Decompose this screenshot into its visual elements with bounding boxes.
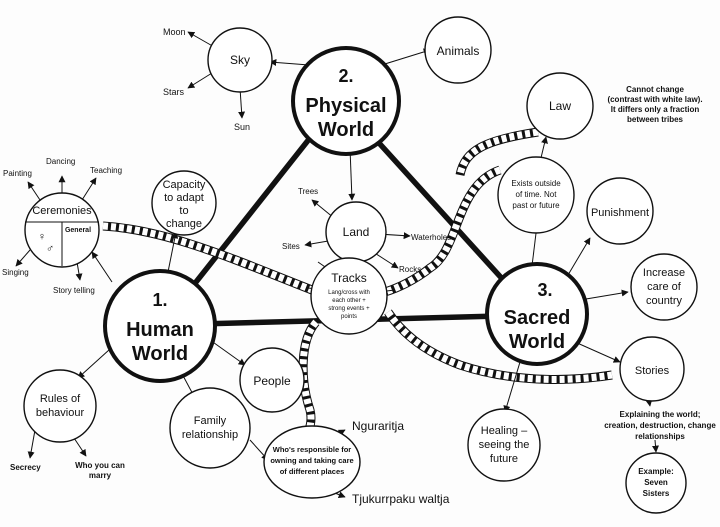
law-note-2: (contrast with white law). [607, 95, 702, 104]
sacred-world-number: 3. [537, 280, 552, 300]
people-node: People [239, 347, 305, 413]
painting-label: Painting [3, 169, 32, 178]
sites-label: Sites [282, 242, 300, 251]
rules-line-1: Rules of [40, 393, 81, 405]
physical-world-line2: World [318, 119, 374, 141]
waterholes-label: Waterholes [411, 233, 451, 242]
moon-label: Moon [163, 27, 186, 37]
example-line-3: Sisters [643, 489, 670, 498]
nguraritja-label: Nguraritja [352, 419, 404, 433]
exists-line-3: past or future [512, 201, 560, 210]
responsible-line-2: owning and taking care [270, 456, 353, 465]
secrecy-label: Secrecy [10, 463, 41, 472]
stories-node: Stories [619, 336, 685, 402]
family-relationship-node: Family relationship [169, 387, 251, 469]
ceremonies-label: Ceremonies [32, 205, 92, 217]
responsible-line-1: Who's responsible for [273, 445, 352, 454]
capacity-line-1: Capacity [163, 179, 206, 191]
animals-label: Animals [437, 44, 480, 58]
stories-desc-2: creation, destruction, change [604, 421, 716, 430]
sacred-world-line2: World [509, 331, 565, 353]
example-line-2: Seven [644, 478, 668, 487]
responsible-node: Who's responsible for owning and taking … [263, 425, 361, 499]
example-line-1: Example: [638, 467, 674, 476]
human-world-hub: 1. Human World [103, 269, 217, 383]
teaching-label: Teaching [90, 166, 122, 175]
responsible-line-3: of different places [280, 467, 345, 476]
care-line-1: Increase [643, 267, 685, 279]
land-node: Land [325, 201, 387, 263]
law-node: Law [526, 72, 594, 140]
tracks-desc-1: Lang/cross with [328, 290, 370, 296]
sky-label: Sky [230, 53, 250, 67]
law-label: Law [549, 99, 571, 113]
family-line-2: relationship [182, 429, 238, 441]
female-symbol-icon: ♀ [38, 231, 46, 243]
people-label: People [253, 374, 291, 388]
ceremonies-node: Ceremonies General ♀ ♂ [24, 192, 100, 268]
capacity-line-3: to [179, 205, 188, 217]
tracks-node: Tracks Lang/cross with each other + stro… [310, 257, 388, 335]
capacity-node: Capacity to adapt to change [151, 170, 217, 236]
stories-desc-1: Explaining the world; [620, 410, 701, 419]
dancing-label: Dancing [46, 157, 75, 166]
punishment-label: Punishment [591, 207, 649, 219]
capacity-line-4: change [166, 218, 202, 230]
stories-desc-3: relationships [635, 432, 685, 441]
physical-world-number: 2. [338, 66, 353, 86]
tracks-desc-3: strong events + [328, 306, 370, 312]
land-label: Land [343, 225, 370, 239]
sacred-world-hub: 3. Sacred World [485, 262, 589, 366]
family-line-1: Family [194, 415, 227, 427]
sacred-world-line1: Sacred [504, 307, 571, 329]
human-world-number: 1. [152, 290, 167, 310]
human-world-line1: Human [126, 319, 194, 341]
exists-outside-time-node: Exists outside of time. Not past or futu… [497, 156, 575, 234]
law-note-1: Cannot change [626, 85, 684, 94]
trees-label: Trees [298, 187, 318, 196]
singing-label: Singing [2, 268, 29, 277]
track-bands [102, 127, 613, 458]
tjukurrpaku-label: Tjukurrpaku waltja [352, 492, 450, 506]
sun-label: Sun [234, 122, 250, 132]
stories-label: Stories [635, 365, 670, 377]
stars-label: Stars [163, 87, 185, 97]
example-node: Example: Seven Sisters [625, 452, 687, 514]
rules-line-2: behaviour [36, 407, 85, 419]
rocks-label: Rocks [399, 265, 421, 274]
increase-care-node: Increase care of country [630, 253, 698, 321]
physical-world-line1: Physical [305, 95, 386, 117]
story-telling-label: Story telling [53, 286, 95, 295]
physical-world-hub: 2. Physical World [291, 46, 401, 156]
healing-line-1: Healing – [481, 425, 528, 437]
healing-line-3: future [490, 453, 518, 465]
marry-line-2: marry [89, 471, 112, 480]
law-note-3: It differs only a fraction [611, 105, 700, 114]
male-symbol-icon: ♂ [46, 243, 54, 255]
tracks-desc-4: points [341, 314, 357, 320]
animals-node: Animals [424, 16, 492, 84]
exists-line-2: of time. Not [516, 190, 558, 199]
healing-node: Healing – seeing the future [467, 408, 541, 482]
ceremonies-general-label: General [65, 227, 91, 234]
capacity-line-2: to adapt [164, 192, 204, 204]
marry-line-1: Who you can [75, 461, 125, 470]
human-world-line2: World [132, 343, 188, 365]
care-line-3: country [646, 295, 683, 307]
exists-line-1: Exists outside [511, 179, 561, 188]
rules-node: Rules of behaviour [23, 369, 97, 443]
law-note-4: between tribes [627, 115, 684, 124]
punishment-node: Punishment [586, 177, 654, 245]
care-line-2: care of [647, 281, 682, 293]
sky-node: Sky [207, 27, 273, 93]
tracks-desc-2: each other + [332, 298, 366, 304]
tracks-label: Tracks [331, 271, 367, 285]
healing-line-2: seeing the [479, 439, 530, 451]
